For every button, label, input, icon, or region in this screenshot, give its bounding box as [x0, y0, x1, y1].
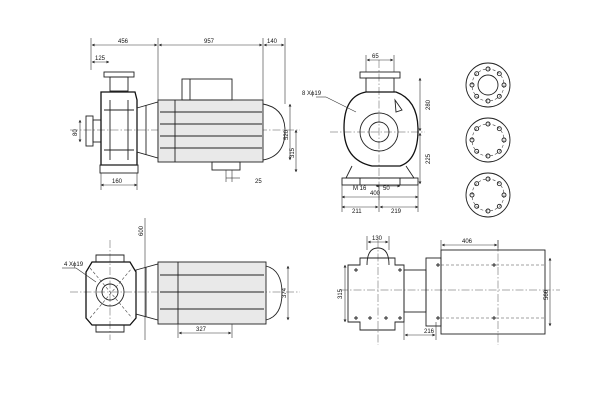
side-motor-callout: M 16	[353, 186, 367, 192]
side-bolt-callout: 8 Xϕ19	[302, 91, 322, 97]
dim-label-25: 25	[255, 179, 262, 185]
front-view: 456 957 140 125 80 160 520 315 25	[70, 38, 300, 190]
base-plan-view: 130 406 315 566 216	[338, 236, 560, 345]
base-bolt-holes	[354, 263, 496, 320]
flange-top	[465, 62, 511, 108]
top-dim-label-327: 327	[196, 327, 207, 333]
dim-label-140: 140	[267, 39, 278, 45]
flange-views	[465, 62, 511, 218]
base-dim-label-406: 406	[462, 239, 473, 245]
dim-label-160: 160	[112, 179, 123, 185]
base-dim-label-216: 216	[424, 329, 435, 335]
side-dim-label-225: 225	[426, 153, 432, 164]
flange-middle	[465, 117, 511, 163]
side-dim-label-219: 219	[391, 209, 402, 215]
base-dim-label-130: 130	[372, 236, 383, 242]
top-view: 600 327 374 4 Xϕ19	[62, 218, 300, 340]
side-dim-label-400: 400	[370, 191, 381, 197]
side-dim-label-280: 280	[426, 99, 432, 110]
flange-bottom	[465, 172, 511, 218]
dim-label-315: 315	[290, 147, 296, 158]
dim-label-520: 520	[284, 129, 290, 140]
dim-label-80: 80	[73, 129, 79, 136]
side-dim-label-50: 50	[383, 186, 390, 192]
dim-label-957: 957	[204, 39, 215, 45]
top-bolt-callout: 4 Xϕ19	[64, 262, 84, 268]
base-dim-label-566: 566	[544, 289, 550, 300]
side-dim-label-211: 211	[352, 209, 362, 215]
base-dim-label-315: 315	[338, 288, 344, 299]
dim-label-125: 125	[95, 56, 106, 62]
side-dim-label-65: 65	[372, 54, 379, 60]
dim-label-456: 456	[118, 39, 129, 45]
side-view: 65 280 225 400 211 219 50 8 Xϕ19 M 16	[302, 54, 432, 215]
top-dim-label-374: 374	[282, 287, 288, 298]
top-dim-label-600: 600	[139, 225, 145, 236]
